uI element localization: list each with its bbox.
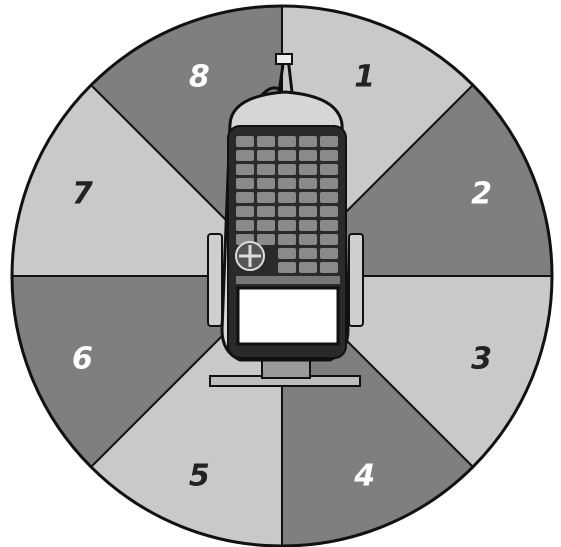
calculator-key <box>299 206 317 217</box>
calculator-key <box>278 150 296 161</box>
sector-label-7: 7 <box>72 176 93 211</box>
calculator-key <box>320 248 338 259</box>
calculator-key <box>299 248 317 259</box>
calculator-key <box>299 262 317 273</box>
calculator-key <box>257 234 275 245</box>
calculator-key <box>257 136 275 147</box>
calculator-key <box>278 136 296 147</box>
calculator-key <box>278 192 296 203</box>
calculator-key <box>278 262 296 273</box>
calculator-key <box>320 178 338 189</box>
calculator-key <box>320 192 338 203</box>
calculator-key <box>257 220 275 231</box>
sector-label-4: 4 <box>353 459 375 494</box>
calculator-key <box>299 234 317 245</box>
sector-label-3: 3 <box>471 342 492 377</box>
sector-label-2: 2 <box>471 176 492 211</box>
calculator-key <box>236 136 254 147</box>
calculator-key <box>320 136 338 147</box>
calculator-key <box>257 150 275 161</box>
calculator-key <box>320 262 338 273</box>
calculator-key <box>299 220 317 231</box>
calculator-key <box>236 178 254 189</box>
calculator-key <box>257 178 275 189</box>
calculator-key <box>257 164 275 175</box>
calculator-key <box>299 178 317 189</box>
calculator-key <box>257 206 275 217</box>
calculator-key <box>278 234 296 245</box>
calculator-key <box>320 206 338 217</box>
sector-label-6: 6 <box>72 342 93 377</box>
calculator-key <box>320 234 338 245</box>
calculator-key <box>236 164 254 175</box>
calculator-key <box>320 164 338 175</box>
calculator-key <box>278 164 296 175</box>
calculator-key <box>278 178 296 189</box>
sector-label-5: 5 <box>189 459 210 494</box>
calculator-key <box>299 164 317 175</box>
calculator-key <box>278 248 296 259</box>
calculator-key <box>278 206 296 217</box>
calculator-key <box>236 150 254 161</box>
calculator-key <box>299 150 317 161</box>
calculator-key <box>299 192 317 203</box>
calculator-key <box>236 220 254 231</box>
calculator-key <box>299 136 317 147</box>
calculator-key <box>236 192 254 203</box>
sector-label-8: 8 <box>189 59 210 94</box>
calculator-key <box>320 220 338 231</box>
calculator-key <box>236 206 254 217</box>
calculator-key <box>320 150 338 161</box>
calculator-key <box>257 192 275 203</box>
sector-label-1: 1 <box>354 59 375 94</box>
calculator-key <box>278 220 296 231</box>
